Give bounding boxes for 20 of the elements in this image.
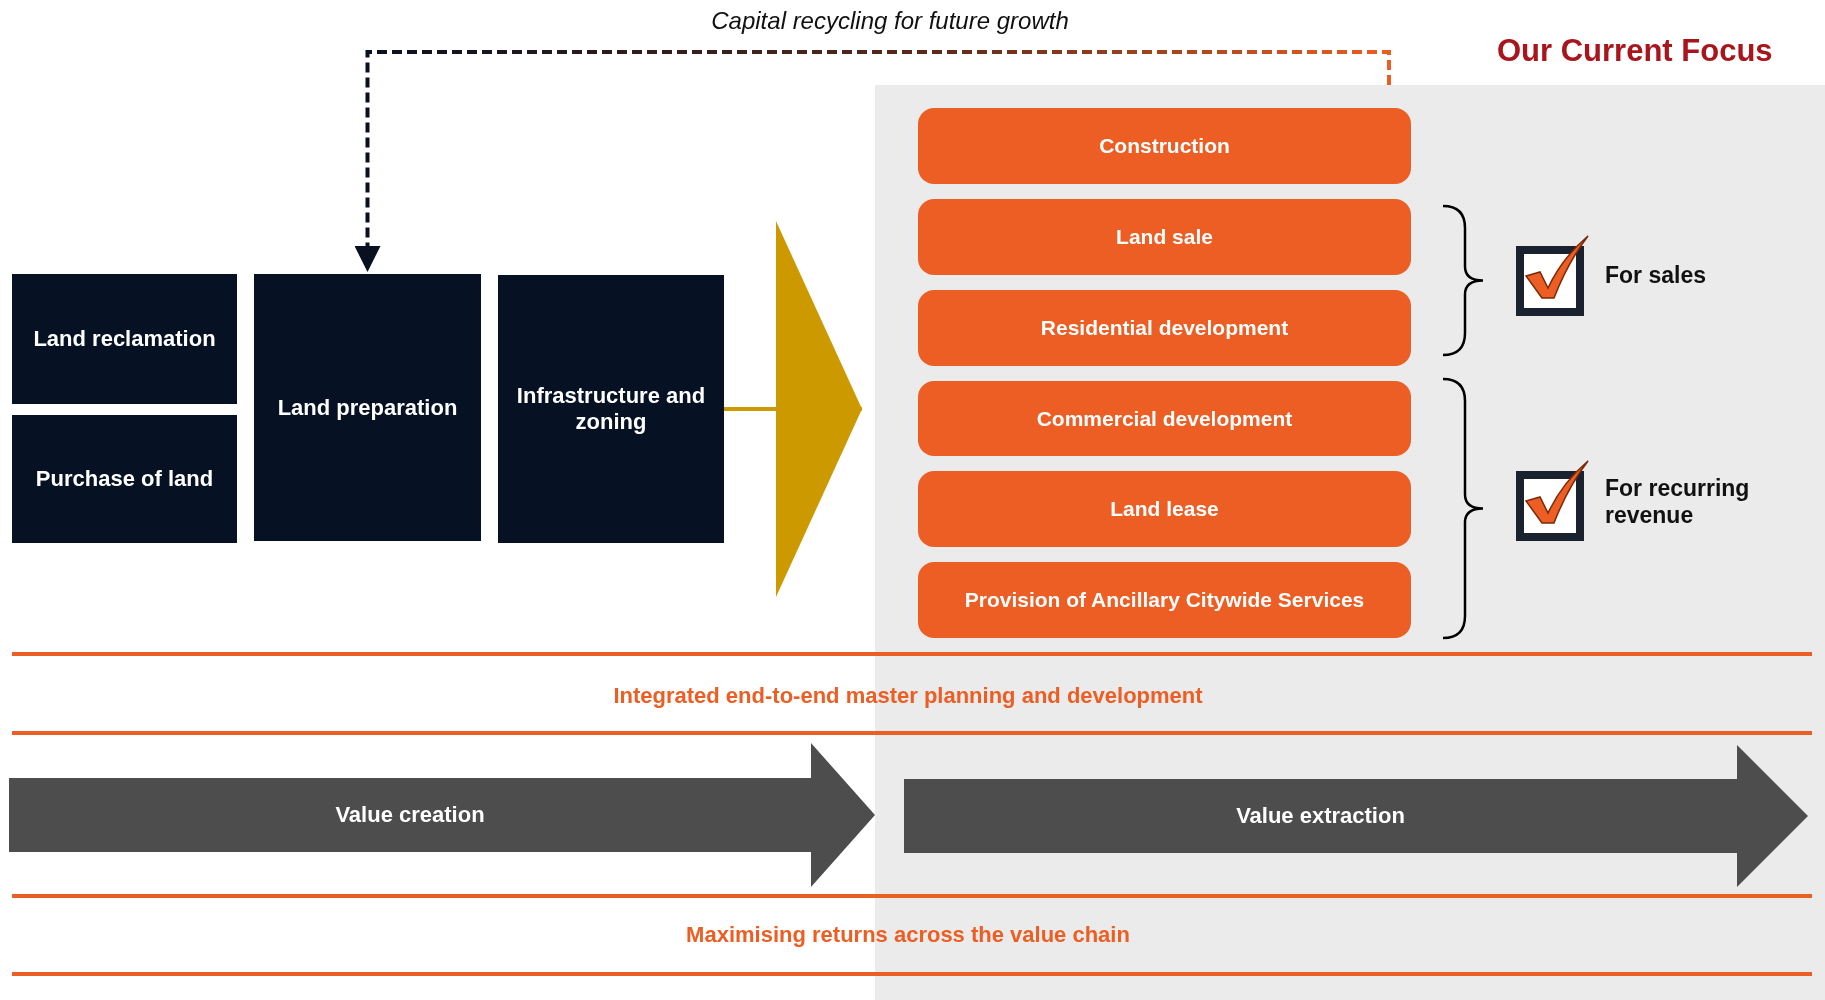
dashed-arrow — [354, 50, 1391, 272]
activity-box: Land lease — [918, 471, 1411, 547]
side-label: For recurring revenue — [1605, 475, 1751, 529]
banner-text: Integrated end-to-end master planning and development — [613, 683, 1203, 709]
side-label: For sales — [1605, 262, 1707, 289]
activity-box: Commercial development — [918, 381, 1411, 456]
process-box: Purchase of land — [12, 415, 237, 543]
activity-box: Construction — [918, 108, 1411, 184]
panel-heading: Our Current Focus — [1497, 33, 1773, 69]
arrow-label: Value extraction — [1236, 803, 1405, 829]
activity-box: Provision of Ancillary Citywide Services — [918, 562, 1411, 638]
process-box: Infrastructure and zoning — [498, 275, 724, 543]
process-box: Land preparation — [254, 274, 481, 541]
activity-box: Residential development — [918, 290, 1411, 366]
arrow-label: Value creation — [335, 802, 485, 828]
edge-label: Capital recycling for future growth — [711, 7, 1069, 35]
chevron-arrow — [724, 221, 862, 597]
activity-box: Land sale — [918, 199, 1411, 275]
banner-text: Maximising returns across the value chain — [686, 922, 1130, 948]
process-box: Land reclamation — [12, 274, 237, 404]
